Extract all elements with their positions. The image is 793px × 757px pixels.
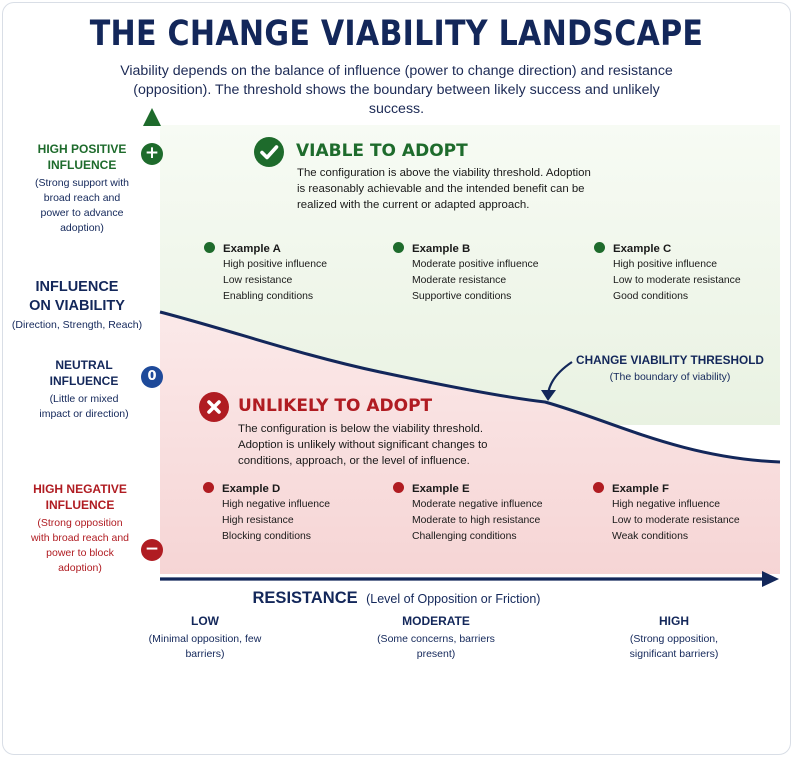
x-axis-title-main: RESISTANCE — [252, 589, 358, 607]
neutral-label: NEUTRAL INFLUENCE (Little or mixed impac… — [38, 357, 130, 422]
neutral-title: NEUTRAL INFLUENCE — [49, 358, 119, 388]
y-axis-arrowhead — [143, 108, 161, 126]
neutral-desc: (Little or mixed impact or direction) — [39, 393, 129, 420]
x-axis-title: RESISTANCE (Level of Opposition or Frict… — [0, 589, 793, 608]
viability-threshold-curve — [159, 310, 781, 464]
example-d-title: Example D — [222, 483, 281, 495]
x-axis-arrowhead — [762, 571, 779, 587]
high-positive-desc: (Strong support with broad reach and pow… — [35, 177, 129, 234]
green-bullet-icon — [594, 242, 605, 253]
red-bullet-icon — [393, 482, 404, 493]
high-negative-title: HIGH NEGATIVE INFLUENCE — [33, 482, 127, 512]
example-e: Example E Moderate negative influence Mo… — [393, 482, 543, 545]
example-c-title: Example C — [613, 243, 672, 255]
high-positive-label: HIGH POSITIVE INFLUENCE (Strong support … — [30, 141, 134, 236]
example-c: Example C High positive influence Low to… — [594, 242, 741, 305]
y-axis-title: INFLUENCE ON VIABILITY (Direction, Stren… — [2, 278, 152, 333]
high-desc: (Strong opposition, significant barriers… — [629, 633, 719, 660]
example-f: Example F High negative influence Low to… — [593, 482, 740, 545]
example-b-title: Example B — [412, 243, 471, 255]
example-e-item: Challenging conditions — [412, 531, 517, 542]
y-axis-title-line2: ON VIABILITY — [29, 298, 125, 314]
green-bullet-icon — [393, 242, 404, 253]
high-negative-label: HIGH NEGATIVE INFLUENCE (Strong oppositi… — [28, 481, 132, 576]
example-d-item: High negative influence — [222, 499, 331, 510]
moderate-desc: (Some concerns, barriers present) — [377, 633, 495, 660]
low-title: LOW — [191, 614, 219, 628]
threshold-pointer-arrowhead — [541, 390, 556, 401]
example-a-item: Low resistance — [223, 275, 293, 286]
high-resistance-label: HIGH (Strong opposition, significant bar… — [612, 614, 736, 662]
threshold-label: CHANGE VIABILITY THRESHOLD (The boundary… — [570, 352, 770, 385]
high-negative-desc: (Strong opposition with broad reach and … — [30, 517, 130, 574]
high-positive-title: HIGH POSITIVE INFLUENCE — [37, 142, 127, 172]
example-e-item: Moderate to high resistance — [412, 515, 541, 526]
example-b: Example B Moderate positive influence Mo… — [393, 242, 539, 305]
page-title: THE CHANGE VIABILITY LANDSCAPE — [89, 14, 704, 54]
unlikely-description: The configuration is below the viability… — [238, 423, 488, 467]
example-a: Example A High positive influence Low re… — [204, 242, 327, 305]
zero-marker-icon: 0 — [141, 366, 163, 388]
green-bullet-icon — [204, 242, 215, 253]
high-title: HIGH — [659, 614, 689, 628]
minus-marker-icon: − — [141, 539, 163, 561]
viable-description: The configuration is above the viability… — [297, 167, 591, 211]
example-b-item: Moderate positive influence — [412, 259, 539, 270]
moderate-resistance-label: MODERATE (Some concerns, barriers presen… — [376, 614, 496, 662]
viable-heading: VIABLE TO ADOPT — [296, 141, 468, 161]
example-c-item: Good conditions — [613, 291, 689, 302]
low-resistance-label: LOW (Minimal opposition, few barriers) — [140, 614, 270, 662]
example-e-item: Moderate negative influence — [412, 499, 543, 510]
example-a-item: Enabling conditions — [223, 291, 314, 302]
example-d-item: High resistance — [222, 515, 294, 526]
example-a-item: High positive influence — [223, 259, 327, 270]
threshold-pointer-arrow — [546, 361, 573, 395]
example-e-title: Example E — [412, 483, 470, 495]
example-d: Example D High negative influence High r… — [203, 482, 330, 545]
x-mark-icon — [199, 392, 229, 422]
example-b-item: Supportive conditions — [412, 291, 512, 302]
checkmark-icon — [254, 137, 284, 167]
x-axis-title-sub: (Level of Opposition or Friction) — [366, 592, 541, 606]
example-c-item: High positive influence — [613, 259, 717, 270]
page-subtitle: Viability depends on the balance of infl… — [120, 63, 673, 117]
example-b-item: Moderate resistance — [412, 275, 507, 286]
moderate-title: MODERATE — [402, 614, 470, 628]
red-bullet-icon — [593, 482, 604, 493]
y-axis-subtitle: (Direction, Strength, Reach) — [11, 319, 143, 331]
plus-marker-icon: + — [141, 143, 163, 165]
red-bullet-icon — [203, 482, 214, 493]
threshold-desc: (The boundary of viability) — [609, 371, 731, 383]
example-d-item: Blocking conditions — [222, 531, 311, 542]
example-f-item: Low to moderate resistance — [612, 515, 740, 526]
threshold-title: CHANGE VIABILITY THRESHOLD — [576, 353, 764, 367]
example-f-title: Example F — [612, 483, 669, 495]
unlikely-heading: UNLIKELY TO ADOPT — [238, 396, 433, 416]
low-desc: (Minimal opposition, few barriers) — [148, 633, 262, 660]
example-c-item: Low to moderate resistance — [613, 275, 741, 286]
y-axis-title-line1: INFLUENCE — [35, 279, 119, 295]
unlikely-zone — [160, 312, 780, 574]
example-a-title: Example A — [223, 243, 281, 255]
example-f-item: High negative influence — [612, 499, 721, 510]
example-f-item: Weak conditions — [612, 531, 689, 542]
